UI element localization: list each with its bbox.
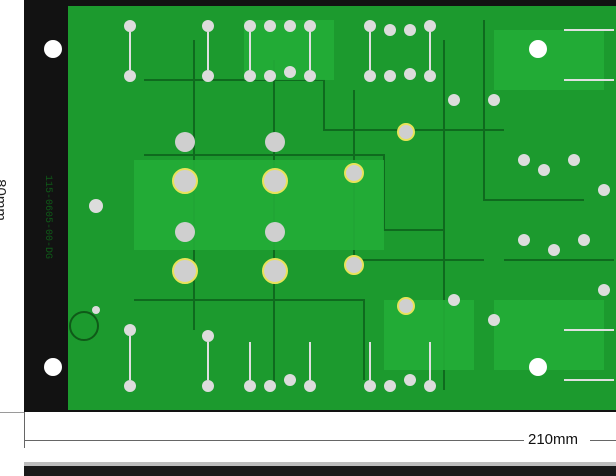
width-dimension-left-tick — [24, 412, 25, 448]
left-margin — [0, 0, 24, 412]
width-dimension-line-right — [590, 440, 616, 441]
pcb-photo: 115-0605-00-DG — [42, 20, 614, 392]
silkscreen-code: 115-0605-00-DG — [42, 175, 53, 259]
mounting-holes — [44, 40, 547, 376]
second-board-edge — [24, 466, 616, 476]
resistor-leads — [129, 29, 614, 381]
bottom-divider — [24, 462, 616, 466]
height-dimension-label: 80mm — [0, 179, 9, 221]
height-dimension-tick — [0, 412, 24, 413]
silkscreen-logo — [69, 311, 99, 341]
large-solder-pads — [172, 123, 415, 315]
width-dimension-line — [24, 440, 524, 441]
width-dimension-label: 210mm — [528, 431, 579, 448]
component-pads — [89, 20, 610, 392]
